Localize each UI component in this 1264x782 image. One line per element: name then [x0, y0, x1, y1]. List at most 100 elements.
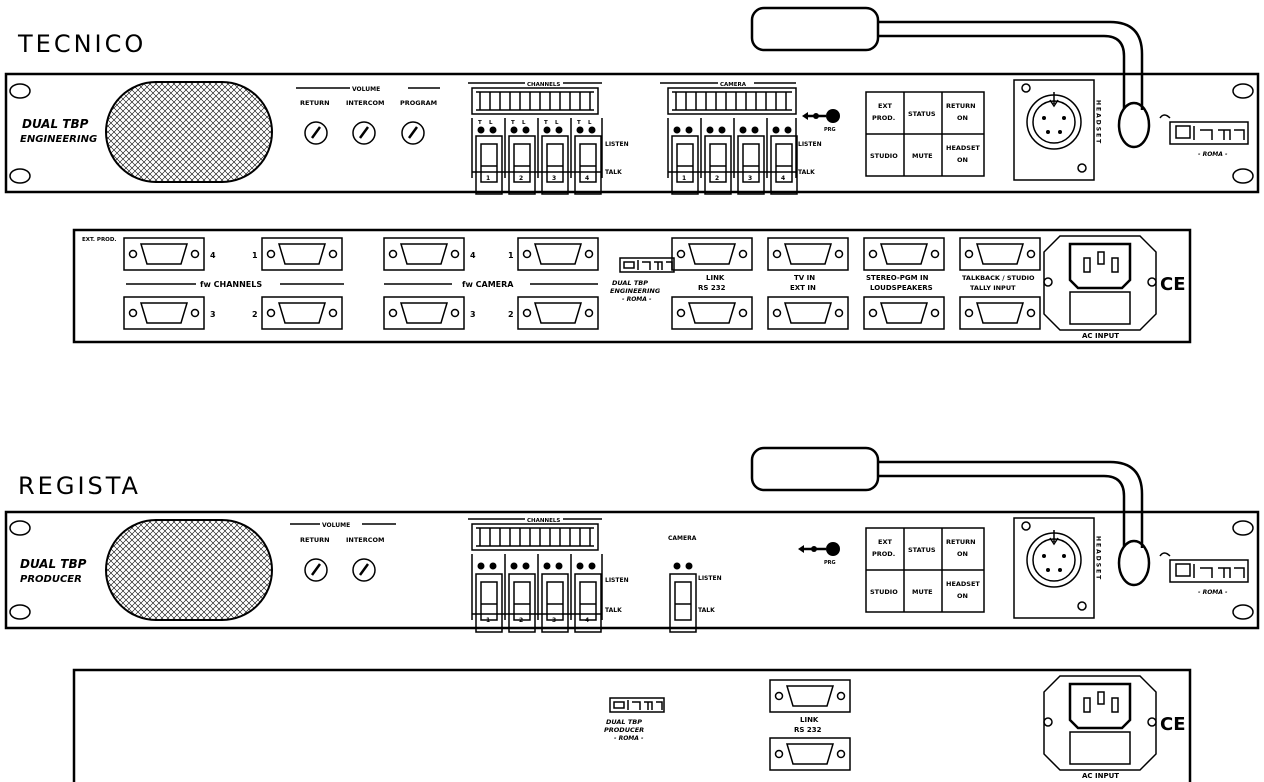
mic-connector-icon	[1117, 539, 1151, 587]
return-on-key[interactable]: RETURN	[946, 538, 976, 546]
db9-connector[interactable]	[769, 737, 851, 771]
ac-inlet[interactable]	[1043, 235, 1157, 331]
camera-switch-3[interactable]	[737, 135, 765, 195]
roma-label: - ROMA -	[1198, 151, 1228, 158]
channel-switch-3[interactable]	[541, 135, 569, 195]
talk-label: T	[511, 120, 515, 126]
port-number: 2	[508, 310, 514, 319]
roma-label: - ROMA -	[1198, 589, 1228, 596]
status-key[interactable]: STATUS	[908, 546, 936, 554]
tv-in-label: TV IN	[794, 274, 815, 282]
logo-line: - ROMA -	[622, 296, 652, 303]
mute-key[interactable]: MUTE	[912, 152, 933, 160]
rack-hole-icon	[1232, 604, 1254, 620]
db9-connector[interactable]	[383, 296, 465, 330]
channel-switch-1[interactable]	[475, 135, 503, 195]
return-on-key[interactable]: RETURN	[946, 102, 976, 110]
intercom-knob[interactable]	[351, 120, 377, 146]
tecnico-front-panel: DUAL TBP ENGINEERING VOLUME RETURN INTER…	[4, 72, 1260, 195]
led-icon	[543, 126, 563, 134]
prg-jack-icon[interactable]	[826, 542, 840, 556]
talk-label: TALK	[605, 607, 622, 614]
camera-switch-2[interactable]	[704, 135, 732, 195]
headset-socket[interactable]	[1013, 79, 1095, 181]
db9-connector[interactable]	[959, 237, 1041, 271]
db9-connector[interactable]	[261, 237, 343, 271]
model-variant: PRODUCER	[20, 574, 82, 585]
mic-connector-icon	[1117, 101, 1151, 149]
db9-connector[interactable]	[123, 237, 205, 271]
headset-on-key[interactable]: HEADSET	[946, 580, 980, 588]
program-knob[interactable]	[400, 120, 426, 146]
db9-connector[interactable]	[671, 237, 753, 271]
channel-number: 1	[486, 175, 490, 182]
channels-label: CHANNELS	[527, 82, 560, 88]
ext-prod-key[interactable]: EXT	[878, 538, 892, 546]
camera-number: 1	[682, 175, 686, 182]
db9-connector[interactable]	[123, 296, 205, 330]
talk-label: TALK	[605, 169, 622, 176]
ext-prod-key-line2: PROD.	[872, 550, 895, 558]
studio-key[interactable]: STUDIO	[870, 588, 898, 596]
return-on-key-line2: ON	[957, 550, 968, 558]
speaker-grille	[105, 81, 273, 183]
db9-connector[interactable]	[671, 296, 753, 330]
volume-label: VOLUME	[352, 86, 380, 93]
gooseneck-microphone	[750, 6, 1151, 149]
db9-connector[interactable]	[769, 679, 851, 713]
channels-display	[471, 87, 599, 115]
section-title-tecnico: TECNICO	[17, 30, 146, 58]
logo-line: PRODUCER	[604, 726, 644, 734]
db9-connector[interactable]	[767, 296, 849, 330]
db9-connector[interactable]	[517, 237, 599, 271]
mute-key[interactable]: MUTE	[912, 588, 933, 596]
db9-connector[interactable]	[517, 296, 599, 330]
camera-switch-1[interactable]	[671, 135, 699, 195]
led-icon	[576, 126, 596, 134]
db9-connector[interactable]	[959, 296, 1041, 330]
ext-in-label: EXT IN	[790, 284, 816, 292]
led-icon	[510, 126, 530, 134]
regista-rear-panel: DUAL TBP PRODUCER - ROMA - LINK RS 232 A…	[72, 668, 1192, 782]
logo-line: - ROMA -	[614, 735, 644, 742]
camera-switch[interactable]	[669, 573, 697, 633]
rack-hole-icon	[1232, 168, 1254, 184]
status-key[interactable]: STATUS	[908, 110, 936, 118]
camera-switch-4[interactable]	[770, 135, 798, 195]
talk-label: T	[478, 120, 482, 126]
channel-switch-4[interactable]	[574, 135, 602, 195]
headset-socket[interactable]	[1013, 517, 1095, 619]
led-icon	[477, 126, 497, 134]
db9-connector[interactable]	[767, 237, 849, 271]
volume-label: VOLUME	[322, 522, 350, 529]
ext-prod-key[interactable]: EXT	[878, 102, 892, 110]
gooseneck-microphone	[750, 446, 1151, 587]
intercom-knob[interactable]	[351, 557, 377, 583]
fw-channels-label: fw CHANNELS	[200, 280, 262, 289]
port-number: 1	[508, 251, 514, 260]
headset-label: HEADSET	[1095, 536, 1102, 581]
db9-connector[interactable]	[383, 237, 465, 271]
ac-inlet[interactable]	[1043, 675, 1157, 771]
studio-key[interactable]: STUDIO	[870, 152, 898, 160]
rs232-label: RS 232	[794, 726, 822, 734]
prg-jack-icon[interactable]	[826, 109, 840, 123]
return-knob[interactable]	[303, 557, 329, 583]
camera-number: 3	[748, 175, 752, 182]
db9-connector[interactable]	[261, 296, 343, 330]
led-icon	[706, 126, 726, 134]
db9-connector[interactable]	[863, 296, 945, 330]
led-icon	[510, 562, 530, 570]
channel-switch-2[interactable]	[508, 135, 536, 195]
talk-label: TALK	[698, 607, 715, 614]
camera-display	[667, 87, 797, 115]
camera-number: 2	[715, 175, 719, 182]
return-knob[interactable]	[303, 120, 329, 146]
talk-label: T	[577, 120, 581, 126]
section-title-regista: REGISTA	[18, 472, 141, 500]
headset-on-key[interactable]: HEADSET	[946, 144, 980, 152]
rack-hole-icon	[1232, 520, 1254, 536]
db9-connector[interactable]	[863, 237, 945, 271]
prg-label: PRG	[824, 560, 836, 566]
speaker-grille	[105, 519, 273, 621]
